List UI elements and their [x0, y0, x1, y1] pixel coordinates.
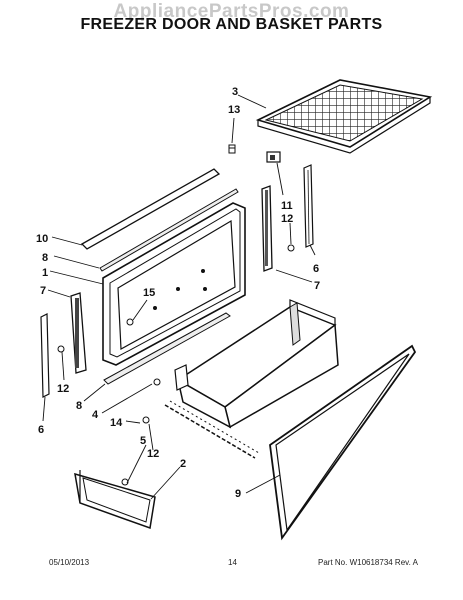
- callout-13: 13: [228, 104, 240, 116]
- callout-7: 7: [314, 280, 320, 292]
- callout-15: 15: [143, 287, 155, 299]
- callout-4: 4: [92, 409, 99, 421]
- basket-slide-rail-part: [164, 400, 260, 459]
- freezer-basket-part: [174, 299, 339, 429]
- callout-14: 14: [110, 417, 123, 429]
- callout-12b: 12: [57, 383, 69, 395]
- callout-8b: 8: [76, 400, 82, 412]
- footer-date: 05/10/2013: [49, 558, 90, 567]
- callout-3: 3: [232, 86, 238, 98]
- door-gasket-part: [269, 344, 417, 541]
- shelf-bracket-part: [266, 151, 281, 163]
- top-trim-strip-part: [80, 168, 221, 250]
- callout-12c: 12: [147, 448, 159, 460]
- left-rail-part: [70, 292, 87, 374]
- callout-8: 8: [42, 252, 48, 264]
- callout-1: 1: [42, 267, 48, 279]
- wire-shelf-part: [255, 79, 433, 154]
- watermark: AppliancePartsPros.com: [113, 1, 350, 22]
- right-rail-part: [261, 185, 273, 272]
- footer-part-number: Part No. W10618734 Rev. A: [318, 558, 418, 567]
- callout-6: 6: [313, 263, 319, 275]
- freezer-door-panel-part: [102, 202, 246, 366]
- callout-5: 5: [140, 435, 146, 447]
- callout-6b: 6: [38, 424, 44, 436]
- callout-10: 10: [36, 233, 48, 245]
- thin-strip-part: [99, 188, 239, 272]
- callout-12: 12: [281, 213, 293, 225]
- callout-7b: 7: [40, 285, 46, 297]
- page-title: FREEZER DOOR AND BASKET PARTS: [80, 16, 383, 33]
- left-vertical-strip-part: [40, 313, 50, 398]
- callout-2: 2: [180, 458, 186, 470]
- callout-9: 9: [235, 488, 241, 500]
- bottom-strip-part: [103, 312, 231, 385]
- footer-page-number: 14: [228, 558, 237, 567]
- callout-11: 11: [281, 200, 293, 212]
- right-vertical-strip-part: [303, 164, 314, 248]
- screw-13: [228, 144, 236, 154]
- handle-bracket-part: [74, 470, 156, 530]
- leader-lines: [42, 94, 316, 500]
